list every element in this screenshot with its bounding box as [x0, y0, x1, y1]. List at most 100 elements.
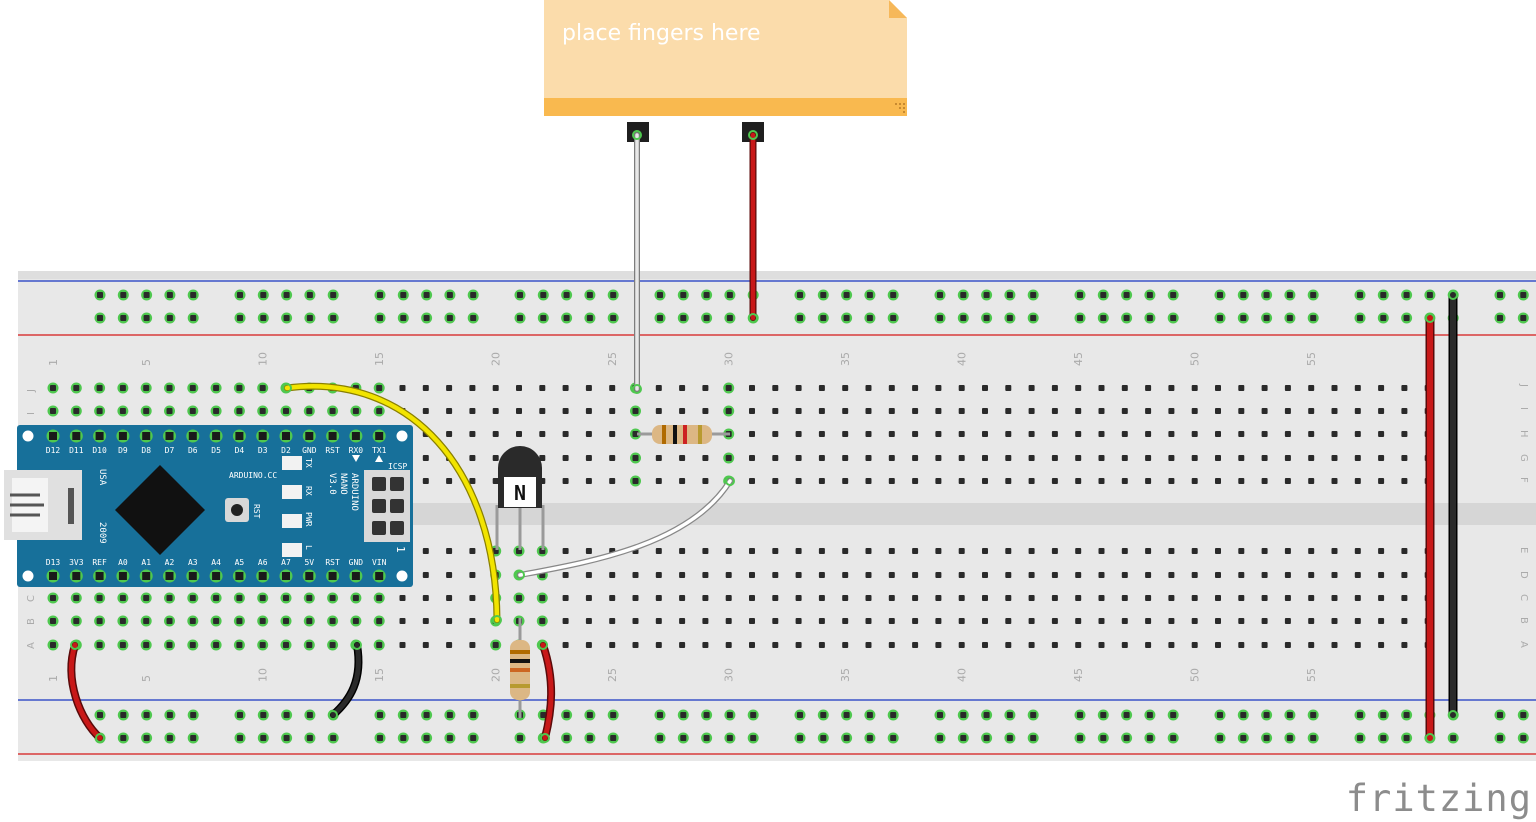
hole-H31 [749, 431, 755, 437]
rail-hole [701, 709, 713, 721]
hole-J36 [865, 385, 872, 391]
hole-B45 [1075, 618, 1082, 624]
hole-J41 [982, 385, 988, 391]
header-pin [256, 429, 270, 443]
hole-C32 [772, 595, 779, 601]
hole-G27 [655, 455, 662, 461]
rail-hole [164, 709, 176, 721]
rail-hole [234, 289, 246, 301]
hole-E18 [446, 548, 453, 554]
hole-F36 [865, 478, 872, 484]
hole-J7 [187, 382, 199, 394]
hole-G17 [422, 455, 429, 461]
wire-endpoint [725, 476, 735, 486]
hole-C14 [350, 592, 362, 604]
hole-C3 [94, 592, 106, 604]
hole-J18 [446, 385, 453, 391]
hole-I22 [539, 408, 546, 414]
hole-A50 [1191, 642, 1198, 648]
rail-hole [817, 289, 829, 301]
hole-G48 [1145, 455, 1152, 461]
hole-D46 [1098, 572, 1105, 578]
header-pin [186, 569, 200, 583]
hole-B14 [350, 615, 362, 627]
hole-F51 [1215, 478, 1221, 484]
hole-C12 [303, 592, 315, 604]
hole-F26 [630, 475, 641, 487]
hole-H41 [982, 431, 988, 437]
hole-I39 [935, 408, 942, 414]
rail-hole [654, 312, 666, 324]
rail-hole [584, 289, 596, 301]
rail-hole [1354, 312, 1366, 324]
led-label-l: L [304, 545, 313, 550]
hole-C2 [70, 592, 82, 604]
hole-B8 [210, 615, 222, 627]
hole-A36 [865, 642, 872, 648]
rail-hole [514, 732, 526, 744]
rail-hole [981, 732, 993, 744]
rail-hole [141, 312, 153, 324]
hole-H24 [585, 431, 592, 437]
year-label: 2009 [97, 522, 107, 544]
hole-B51 [1215, 618, 1221, 624]
rail-hole [1004, 732, 1016, 744]
rail-hole [234, 312, 246, 324]
rail-hole [164, 312, 176, 324]
rail-hole [257, 732, 269, 744]
hole-F40 [958, 478, 965, 484]
hole-A13 [327, 639, 339, 651]
hole-A11 [280, 639, 292, 651]
hole-A37 [888, 642, 895, 648]
rail-hole [1074, 289, 1086, 301]
hole-C42 [1005, 595, 1012, 601]
column-number: 45 [1072, 352, 1085, 366]
rail-hole [374, 709, 386, 721]
rail-hole [1027, 289, 1039, 301]
rail-hole [794, 289, 806, 301]
rail-hole [421, 709, 433, 721]
hole-C5 [140, 592, 152, 604]
rail-hole [1354, 709, 1366, 721]
rail-hole [887, 732, 899, 744]
hole-J34 [818, 385, 825, 391]
hole-J56 [1331, 385, 1338, 391]
hole-C15 [373, 592, 385, 604]
hole-I48 [1145, 408, 1152, 414]
rail-hole [701, 732, 713, 744]
rail-hole [117, 289, 129, 301]
hole-I29 [702, 408, 709, 414]
column-number: 40 [956, 668, 969, 682]
rail-hole [1494, 732, 1506, 744]
hole-I18 [446, 408, 453, 414]
rail-hole [1424, 289, 1436, 301]
hole-H35 [842, 431, 849, 437]
header-pin [372, 569, 386, 583]
hole-J43 [1028, 385, 1035, 391]
hole-J24 [585, 385, 592, 391]
rail-hole [1517, 709, 1529, 721]
hole-D45 [1075, 572, 1082, 578]
rail-hole [1121, 289, 1133, 301]
rail-hole [1284, 312, 1296, 324]
hole-D36 [865, 572, 872, 578]
hole-I55 [1308, 408, 1315, 414]
hole-D58 [1378, 572, 1385, 578]
rail-hole [1517, 289, 1529, 301]
hole-D40 [958, 572, 965, 578]
rail-hole [164, 732, 176, 744]
hole-C58 [1378, 595, 1385, 601]
hole-J47 [1121, 385, 1128, 391]
hole-B30 [725, 618, 732, 624]
hole-E34 [818, 548, 825, 554]
hole-I5 [140, 405, 152, 417]
wire-endpoint [632, 384, 642, 394]
hole-B29 [702, 618, 709, 624]
row-letter: B [1518, 617, 1529, 624]
hole-B12 [303, 615, 315, 627]
column-number: 15 [373, 352, 386, 366]
hole-A18 [446, 642, 453, 648]
hole-I47 [1121, 408, 1128, 414]
hole-C16 [399, 595, 406, 601]
rail-hole [1401, 732, 1413, 744]
